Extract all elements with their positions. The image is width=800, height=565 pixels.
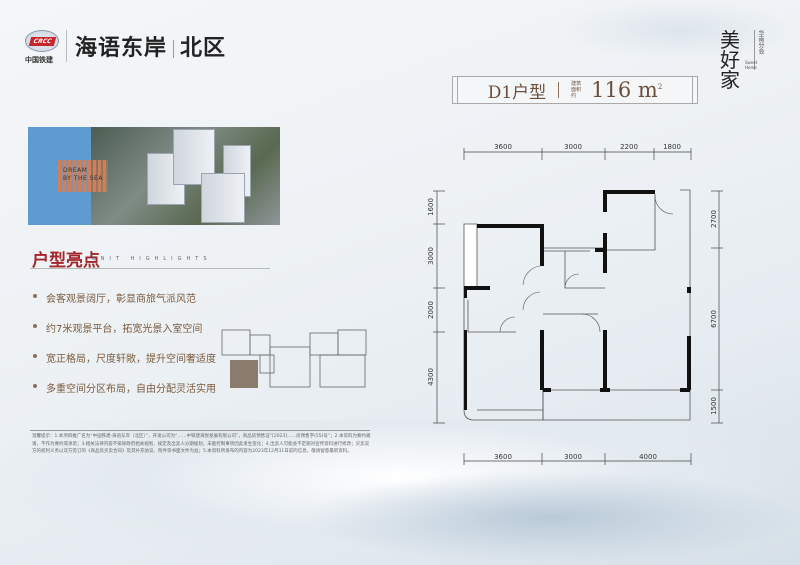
aerial-photo: DREAM BY THE SEA [28, 127, 280, 225]
dimension-label: 3600 [494, 453, 512, 461]
dimension-label: 4300 [427, 368, 435, 386]
area-label: 建筑面积约 [571, 81, 582, 99]
divider [30, 430, 370, 431]
dimension-label: 1800 [663, 143, 681, 151]
dimension-label: 3000 [427, 247, 435, 265]
dimension-label: 1600 [427, 198, 435, 216]
project-name: 海语东岸 [75, 36, 168, 61]
floor-plan: 3600 3000 2200 1800 3600 3000 4000 1600 … [427, 143, 723, 465]
highlights-list: 会客观景阔厅，彰显商旅气派风范 约7米观景平台，拓宽光景入室空间 宽正格局，尺度… [30, 290, 216, 410]
dimension-label: 2200 [620, 143, 638, 151]
developer-logo-mark: CRCC [28, 37, 57, 46]
bullet-icon [33, 294, 37, 298]
brand-logo: 美好家 华南分会 Sweet Home [720, 30, 770, 90]
bullet-icon [33, 354, 37, 358]
unit-highlight [230, 360, 258, 388]
dimension-label: 3000 [564, 453, 582, 461]
divider [30, 268, 270, 269]
list-item: 宽正格局，尺度轩敞，提升空间奢适度 [30, 350, 216, 380]
unit-type: D1户型 [487, 82, 547, 103]
thin-walls [463, 189, 691, 421]
highlights-title: 户型亮点 [32, 251, 100, 271]
project-title: 海语东岸北区 [66, 30, 226, 62]
dimension-labels: 3600 3000 2200 1800 3600 3000 4000 1600 … [427, 143, 718, 461]
brand-name: 美好家 [720, 28, 740, 92]
bullet-icon [33, 384, 37, 388]
dimension-label: 1500 [710, 397, 718, 415]
walls [464, 190, 691, 410]
slogan-badge: DREAM BY THE SEA [58, 160, 108, 192]
crcc-logo-icon: CRCC [25, 30, 59, 52]
brand-english: Sweet Home [745, 60, 758, 70]
dimension-lines [433, 148, 723, 465]
project-zone: 北区 [180, 36, 227, 61]
slogan-line: DREAM [63, 167, 88, 174]
list-item: 约7米观景平台，拓宽光景入室空间 [30, 320, 216, 350]
slogan-line: BY THE SEA [63, 175, 103, 182]
brand-subtitle: 华南分会 [754, 30, 765, 70]
door-swings [499, 195, 674, 333]
dimension-label: 3000 [564, 143, 582, 151]
dimension-label: 6700 [710, 310, 718, 328]
dimension-label: 2000 [427, 301, 435, 319]
background-swirl [300, 470, 800, 565]
dimension-label: 4000 [639, 453, 657, 461]
unit-area: 116 m2 [591, 78, 663, 102]
bullet-icon [33, 324, 37, 328]
disclaimer: 温馨提示：1.本项目推广名为“中国铁建·海语东岸（北区）”，开发公司为“……中铁… [32, 434, 371, 454]
key-plan [221, 329, 367, 388]
list-item: 会客观景阔厅，彰显商旅气派风范 [30, 290, 216, 320]
dimension-label: 3600 [494, 143, 512, 151]
developer-name: 中国铁建 [25, 56, 53, 64]
developer-logo: CRCC [25, 30, 59, 52]
unit-title-box: D1户型 建筑面积约 116 m2 [452, 76, 698, 104]
highlights-subtitle: UNIT HIGHLIGHTS [92, 256, 212, 262]
dimension-label: 2700 [710, 210, 718, 228]
list-item: 多重空间分区布局，自由分配灵活实用 [30, 380, 216, 410]
